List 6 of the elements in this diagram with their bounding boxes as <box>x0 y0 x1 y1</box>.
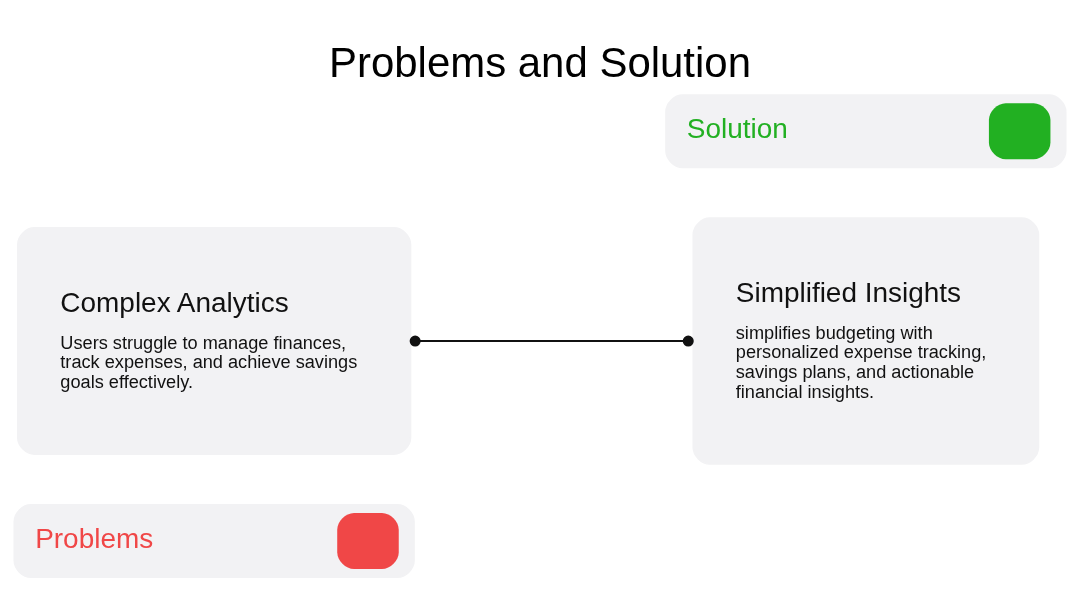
diagram-title: Problems and Solution <box>329 38 751 86</box>
connector <box>409 335 694 347</box>
node-box: Complex Analytics Users struggle to manage finances, track expenses, and achieve savings goals effectively. <box>16 227 412 456</box>
node-box: Problems <box>13 504 415 579</box>
node-box: Simplified Insights simplifies budgeting with personalized expense tracking, savings plans, and actionable financial insights. <box>692 217 1040 465</box>
node-box: Solution <box>665 94 1067 169</box>
